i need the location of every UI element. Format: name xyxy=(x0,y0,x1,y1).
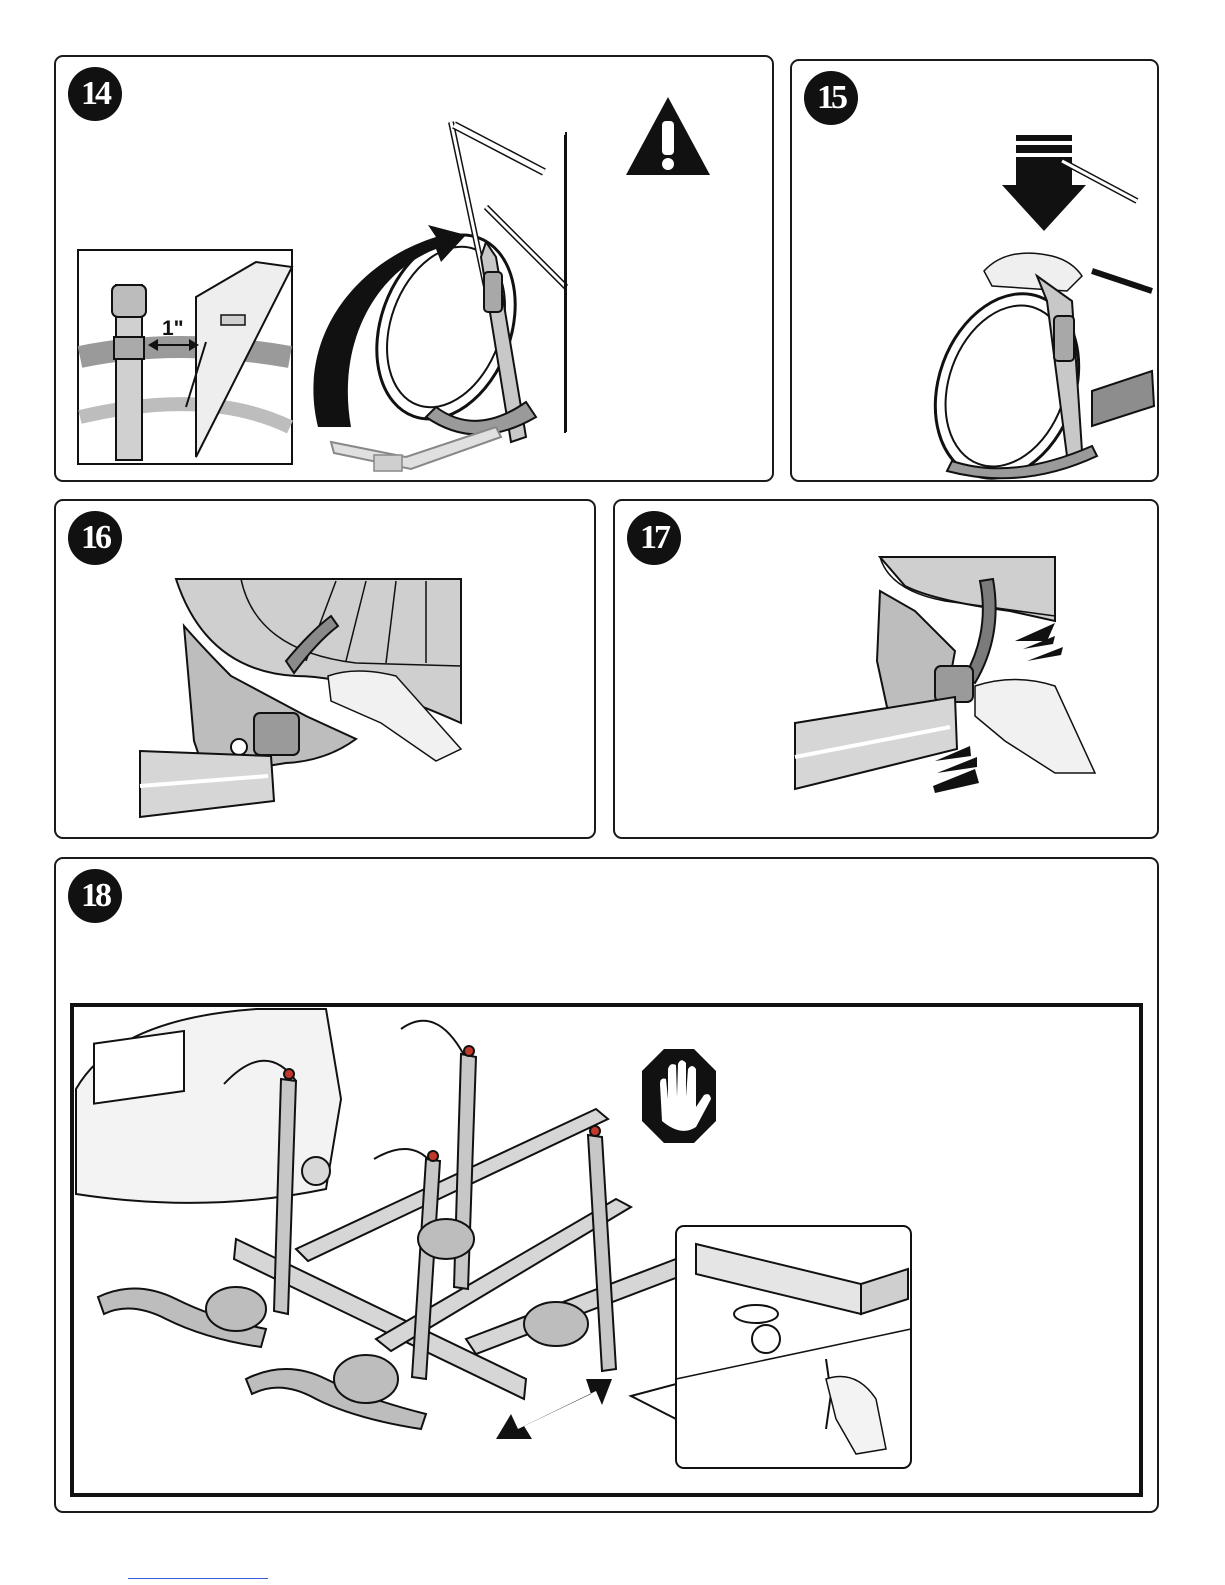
rack-bar xyxy=(140,751,274,817)
vehicle-rear xyxy=(76,1009,341,1203)
step-15-panel: 15 xyxy=(790,59,1159,482)
step-17-illustration xyxy=(615,501,1157,837)
stop-hand-icon xyxy=(642,1049,716,1143)
step-17-panel: 17 xyxy=(613,499,1159,839)
step-18-illustration xyxy=(56,859,1157,1511)
inset-dimension-label: 1" xyxy=(162,317,184,340)
footer-rule xyxy=(128,1578,268,1579)
fork-clearance-inset: 1" xyxy=(78,250,292,464)
step-16-panel: 16 xyxy=(54,499,596,839)
step-14-panel: 14 1" xyxy=(54,55,774,482)
step-14-illustration: 1" xyxy=(56,57,772,480)
hand xyxy=(975,680,1095,774)
hand xyxy=(984,253,1082,291)
rack-arm xyxy=(331,242,536,471)
push-down-arrow-icon xyxy=(1002,135,1086,231)
warning-triangle-icon xyxy=(626,97,710,175)
tighten-arrow-icon xyxy=(1015,623,1063,661)
step-16-illustration xyxy=(56,501,594,837)
rack-bar xyxy=(795,697,957,789)
step-18-panel: 18 xyxy=(54,857,1159,1513)
step-15-illustration xyxy=(792,61,1157,480)
